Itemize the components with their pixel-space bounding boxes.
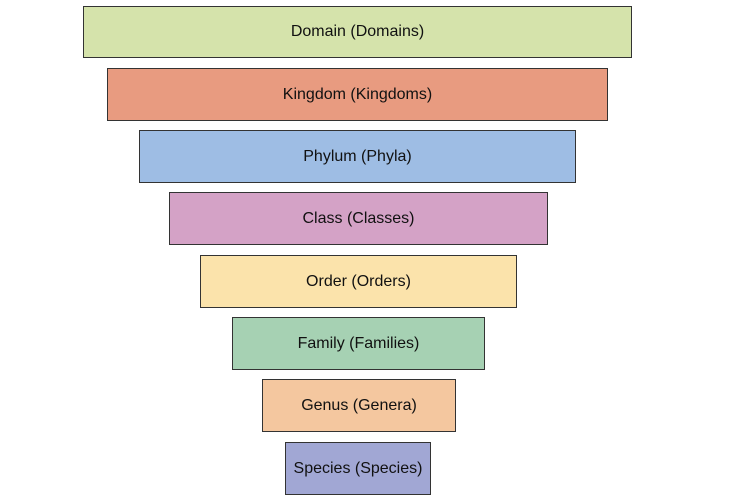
tier-label-species: Species (Species)	[293, 459, 423, 477]
tier-class: Class (Classes)	[169, 192, 548, 245]
tier-label-phylum: Phylum (Phyla)	[303, 147, 412, 165]
tier-label-order: Order (Orders)	[306, 272, 411, 290]
tier-kingdom: Kingdom (Kingdoms)	[107, 68, 608, 121]
tier-label-class: Class (Classes)	[302, 209, 415, 227]
tier-phylum: Phylum (Phyla)	[139, 130, 576, 183]
tier-label-family: Family (Families)	[297, 334, 420, 352]
tier-domain: Domain (Domains)	[83, 6, 632, 58]
tier-label-kingdom: Kingdom (Kingdoms)	[282, 85, 433, 103]
tier-species: Species (Species)	[285, 442, 431, 495]
tier-genus: Genus (Genera)	[262, 379, 456, 432]
tier-label-genus: Genus (Genera)	[301, 396, 417, 414]
tier-order: Order (Orders)	[200, 255, 517, 308]
tier-family: Family (Families)	[232, 317, 485, 370]
tier-label-domain: Domain (Domains)	[290, 23, 425, 40]
